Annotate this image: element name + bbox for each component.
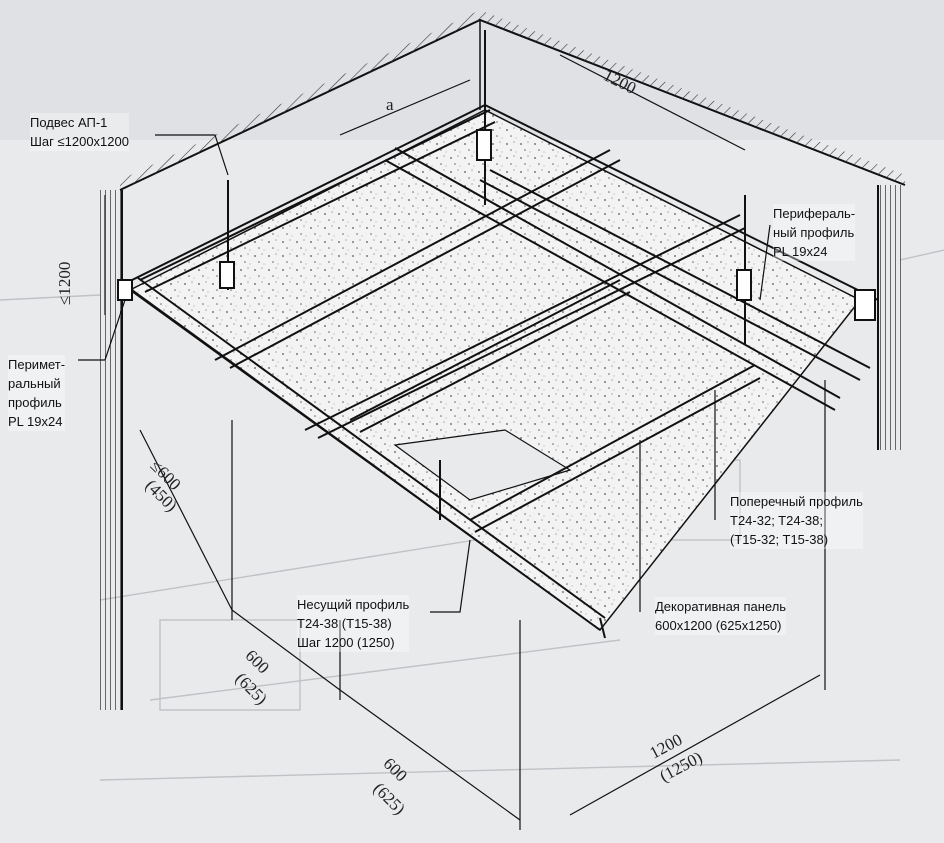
- label-hanger: Подвес АП-1 Шаг ≤1200x1200: [30, 113, 129, 151]
- left-wall: [100, 190, 123, 710]
- label-main-profile-line-1: Несущий профиль: [297, 597, 410, 612]
- label-perimeter-right: Перифераль- ный профиль PL 19x24: [773, 204, 856, 261]
- main-profiles: [124, 109, 871, 639]
- label-cross-profile-line-2: T24-32; T24-38;: [730, 513, 823, 528]
- leader-lines: [78, 134, 771, 613]
- label-cross-profile-line-1: Поперечный профиль: [730, 494, 863, 509]
- right-wall: [877, 185, 902, 450]
- dimension-bottom-625: (625): [370, 779, 409, 818]
- label-panel-line-2: 600x1200 (625x1250): [655, 618, 782, 633]
- label-cross-profile-line-3: (T15-32; T15-38): [730, 532, 829, 547]
- label-perimeter-left-line-4: PL 19x24: [8, 414, 63, 429]
- hangers: [219, 30, 752, 520]
- label-panel: Декоративная панель 600x1200 (625x1250): [655, 597, 787, 635]
- label-perimeter-left-line-2: ральный: [8, 376, 61, 391]
- dimension-lines: [104, 54, 826, 830]
- label-hanger-line-1: Подвес АП-1: [30, 115, 108, 130]
- label-main-profile-line-3: Шаг 1200 (1250): [297, 635, 395, 650]
- label-cross-profile: Поперечный профиль T24-32; T24-38; (T15-…: [730, 492, 863, 549]
- dimension-a: a: [386, 95, 394, 114]
- label-perimeter-right-line-3: PL 19x24: [773, 244, 828, 259]
- label-perimeter-left: Перимет- ральный профиль PL 19x24: [8, 355, 66, 431]
- removed-panel-opening: [393, 429, 572, 501]
- label-hanger-line-2: Шаг ≤1200x1200: [30, 134, 129, 149]
- label-main-profile: Несущий профиль T24-38 (T15-38) Шаг 1200…: [297, 595, 410, 652]
- label-perimeter-left-line-1: Перимет-: [8, 357, 66, 372]
- perimeter-profiles: [117, 104, 879, 321]
- label-perimeter-right-line-2: ный профиль: [773, 225, 855, 240]
- label-main-profile-line-2: T24-38 (T15-38): [297, 616, 392, 631]
- label-panel-line-1: Декоративная панель: [655, 599, 787, 614]
- dimension-vertical-1200: ≤1200: [55, 262, 74, 305]
- label-perimeter-left-line-3: профиль: [8, 395, 62, 410]
- label-perimeter-right-line-1: Перифераль-: [773, 206, 856, 221]
